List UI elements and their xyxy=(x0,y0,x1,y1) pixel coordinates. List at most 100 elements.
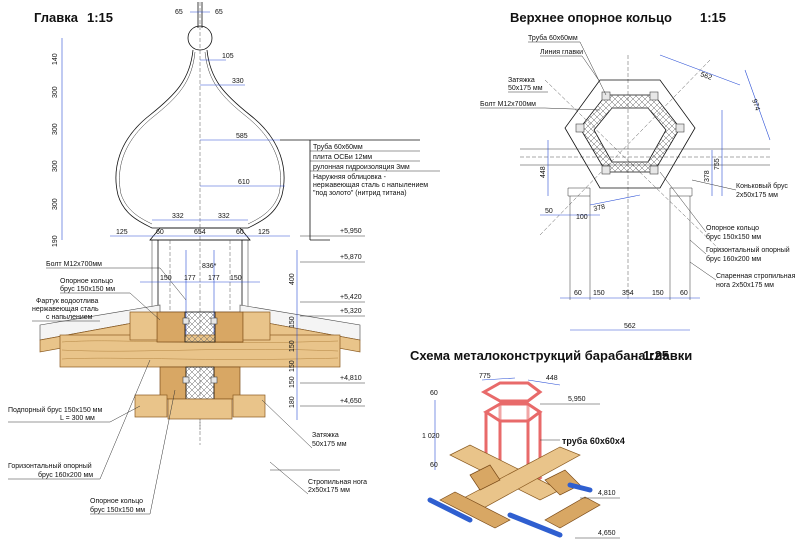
dim-150b: 150 xyxy=(230,275,242,282)
dim-v-300a: 300 xyxy=(52,86,59,98)
rdim-150a: 150 xyxy=(593,290,605,297)
dim-rv-150c: 150 xyxy=(289,360,296,372)
label-tie1: Затяжка xyxy=(312,432,339,439)
ring-plan-labels: Труба 60х60мм Линия главки Затяжка 50х17… xyxy=(480,34,796,289)
rdim-562a: 562 xyxy=(699,71,712,82)
left-dimensions: 65 65 140 300 300 300 300 190 105 330 58… xyxy=(52,9,298,420)
dim-v-300c: 300 xyxy=(52,160,59,172)
bdim-448: 448 xyxy=(546,375,558,382)
dim-65-right: 65 xyxy=(215,9,223,16)
rlabel-ring2: брус 150х150 мм xyxy=(706,233,761,241)
level-5420: +5,420 xyxy=(340,294,362,301)
dim-v-190: 190 xyxy=(52,235,59,247)
rlabel-hor1: Горизонтальный опорный xyxy=(706,246,790,254)
rdim-150b: 150 xyxy=(652,290,664,297)
label-ring2b: брус 150х150 мм xyxy=(90,506,145,514)
title-right: Верхнее опорное кольцо 1:15 xyxy=(510,10,726,25)
label-apron1: Фартук водоотлива xyxy=(36,298,99,305)
dim-rv-400: 400 xyxy=(289,273,296,285)
label-raf2: 2х50х175 мм xyxy=(308,487,350,494)
bdim-1020: 1 020 xyxy=(422,433,440,440)
dim-rv-150b: 150 xyxy=(289,340,296,352)
metal-scheme-dims: 775 448 60 5,950 1 020 60 труба 60х60х4 … xyxy=(422,373,625,539)
rlabel-tie2: 50х175 мм xyxy=(508,85,543,92)
support-ring-lower xyxy=(134,366,266,420)
dim-65-left: 65 xyxy=(175,9,183,16)
title-right-text: Верхнее опорное кольцо xyxy=(510,10,672,25)
rlabel-bolt: Болт М12х700мм xyxy=(480,101,536,108)
dome-section xyxy=(39,2,361,471)
rdim-378b: 378 xyxy=(593,204,606,213)
label-ring1b: брус 150х150 мм xyxy=(60,285,115,293)
spec-line-2: плита ОСБи 12мм xyxy=(313,154,372,161)
dim-60b: 60 xyxy=(236,229,244,236)
label-tie2: 50х175 мм xyxy=(312,441,347,448)
ring-plan xyxy=(520,55,770,300)
rlabel-pipe: Труба 60х60мм xyxy=(528,34,578,42)
rlabel-ring1: Опорное кольцо xyxy=(706,225,759,232)
level-4810: +4,810 xyxy=(340,375,362,382)
bdim-775: 775 xyxy=(479,373,491,380)
rlabel-raf2: нога 2х50х175 мм xyxy=(716,282,774,289)
top-hex-frame xyxy=(480,381,543,403)
rdim-378a: 378 xyxy=(704,170,711,182)
dim-rv-150a: 150 xyxy=(289,316,296,328)
label-raf1: Стропильная нога xyxy=(308,479,367,486)
metal-scheme-3d xyxy=(427,381,601,538)
dim-177a: 177 xyxy=(184,275,196,282)
dim-836: 836* xyxy=(202,263,217,270)
rlabel-ridge2: 2х50х175 мм xyxy=(736,192,778,199)
label-bolt: Болт М12х700мм xyxy=(46,261,102,268)
blevel-4810: 4,810 xyxy=(598,490,616,497)
dim-125a: 125 xyxy=(116,229,128,236)
label-ring2: Опорное кольцо xyxy=(90,498,143,505)
dim-332a: 332 xyxy=(172,213,184,220)
level-5870: +5,870 xyxy=(340,254,362,261)
dim-654: 654 xyxy=(194,229,206,236)
dim-150a: 150 xyxy=(160,275,172,282)
dim-rv-150d: 150 xyxy=(289,376,296,388)
label-apron2: нержавеющая сталь xyxy=(32,306,99,313)
blevel-4650: 4,650 xyxy=(598,530,616,537)
dim-v-300d: 300 xyxy=(52,198,59,210)
outer-ring xyxy=(564,79,696,189)
rlabel-tie1: Затяжка xyxy=(508,77,535,84)
dim-v-300b: 300 xyxy=(52,123,59,135)
dim-330: 330 xyxy=(232,78,244,85)
label-ring1: Опорное кольцо xyxy=(60,278,113,285)
dim-610: 610 xyxy=(238,179,250,186)
level-5320: +5,320 xyxy=(340,308,362,315)
bdim-60a: 60 xyxy=(430,390,438,397)
rdim-974: 974 xyxy=(750,98,761,111)
dim-v-140: 140 xyxy=(52,53,59,65)
label-hor1: Горизонтальный опорный xyxy=(8,462,92,470)
spec-callout: Труба 60х60мм плита ОСБи 12мм рулонная г… xyxy=(280,139,440,241)
dim-rv-180: 180 xyxy=(289,396,296,408)
spec-line-6: "под золото" (нитрид титана) xyxy=(313,190,407,197)
rlabel-ridge1: Коньковый брус xyxy=(736,182,788,190)
dim-177b: 177 xyxy=(208,275,220,282)
rlabel-raf1: Спаренная стропильная xyxy=(716,273,796,280)
dome-ball xyxy=(187,25,213,51)
rdim-100: 100 xyxy=(576,214,588,221)
title-left: Главка 1:15 xyxy=(34,10,113,25)
dim-105: 105 xyxy=(222,53,234,60)
label-apron3: с напылением xyxy=(46,314,93,321)
left-labels: Болт М12х700мм Опорное кольцо брус 150х1… xyxy=(8,261,367,515)
dim-60a: 60 xyxy=(156,229,164,236)
support-ring-upper xyxy=(129,311,271,343)
dim-585: 585 xyxy=(236,133,248,140)
level-5950: +5,950 xyxy=(340,228,362,235)
label-sub2: L = 300 мм xyxy=(60,415,95,422)
rdim-755: 755 xyxy=(714,158,721,170)
left-levels: +5,950 +5,870 +5,420 +5,320 +4,810 +4,65… xyxy=(300,228,365,407)
title-bottom-scale: 1:25 xyxy=(643,348,669,363)
ring-plan-dims: 562 974 448 378 755 50 100 378 60 150 35… xyxy=(540,54,771,331)
dim-332b: 332 xyxy=(218,213,230,220)
bdim-60b: 60 xyxy=(430,462,438,469)
title-left-scale: 1:15 xyxy=(87,10,113,25)
rdim-50: 50 xyxy=(545,208,553,215)
rdim-60b: 60 xyxy=(680,290,688,297)
rdim-354: 354 xyxy=(622,290,634,297)
